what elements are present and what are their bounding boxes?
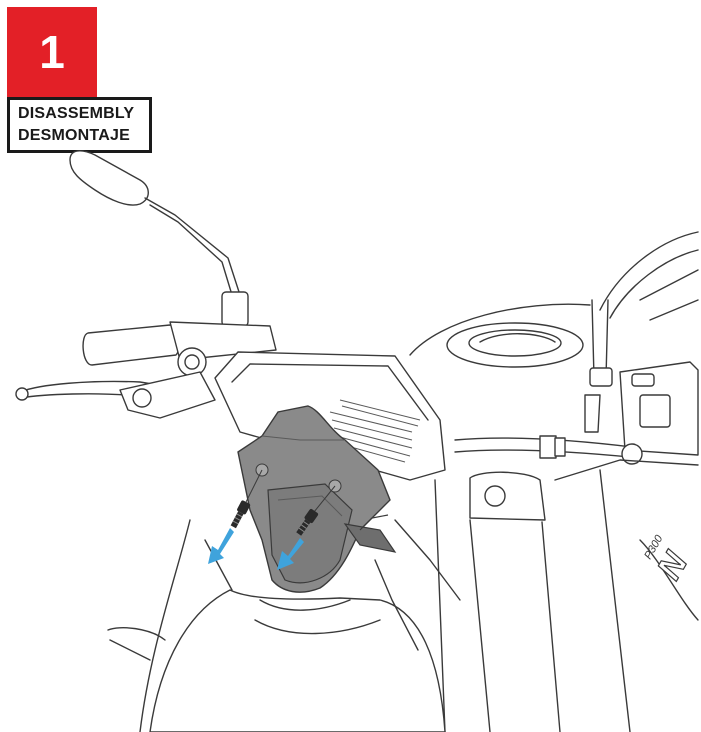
fork	[434, 471, 561, 732]
side-fairing: P300 N	[554, 459, 699, 732]
right-mirror	[589, 231, 699, 387]
removal-arrow-right	[277, 538, 304, 570]
right-handlebar	[454, 361, 699, 465]
step-label-english: DISASSEMBLY	[18, 105, 135, 122]
screw-right	[296, 485, 336, 536]
fuel-tank	[409, 303, 591, 368]
left-mirror	[69, 150, 249, 327]
step-number: 1	[39, 26, 65, 78]
step-number-badge: 1	[7, 7, 97, 97]
headlight-bezel	[214, 351, 446, 481]
step-label-spanish: DESMONTAJE	[18, 127, 130, 144]
left-handlebar	[15, 321, 277, 419]
front-cowl	[107, 519, 461, 732]
removal-arrow-left	[208, 528, 234, 564]
screw-left	[230, 469, 263, 529]
